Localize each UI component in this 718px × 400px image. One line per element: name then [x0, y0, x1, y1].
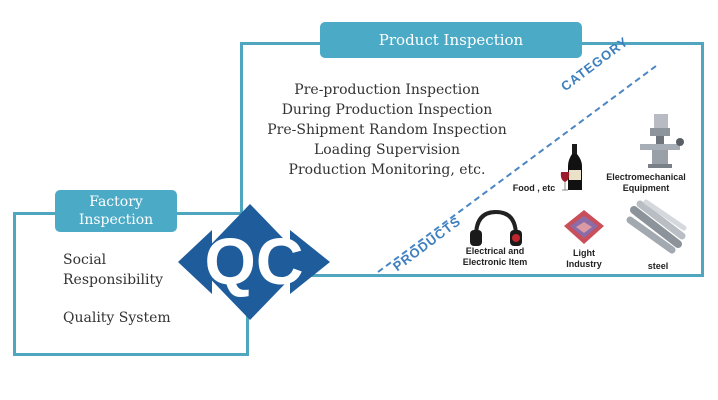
product-services-list: Pre-production Inspection During Product… [262, 80, 512, 180]
product-inspection-title: Product Inspection [320, 22, 582, 58]
product-caption-steel: steel [647, 261, 669, 271]
product-caption-electrical: Electrical and Electronic Item [462, 246, 528, 267]
service-item: Production Monitoring, etc. [288, 162, 486, 178]
product-caption-electromechanical: Electromechanical Equipment [606, 172, 686, 193]
factory-inspection-title: Factory Inspection [55, 190, 177, 232]
headphones-icon [470, 209, 522, 246]
service-item: Responsibility [63, 272, 164, 288]
milling-machine-icon [640, 114, 684, 168]
fabric-icon [564, 210, 604, 244]
qc-logo-icon: QC [178, 204, 330, 320]
service-item: Loading Supervision [314, 142, 460, 158]
service-item: Pre-production Inspection [294, 82, 480, 98]
service-item: Social [63, 252, 107, 268]
product-caption-food: Food , etc [512, 183, 556, 193]
service-item: Quality System [63, 310, 171, 326]
steel-bars-icon [626, 199, 687, 254]
wine-bottle-icon [560, 144, 582, 191]
service-item: During Production Inspection [281, 102, 493, 118]
qc-logo-text: QC [205, 224, 304, 298]
factory-services-list: Social Responsibility Quality System [63, 250, 171, 328]
product-caption-light-industry: Light Industry [566, 248, 602, 269]
service-item: Pre-Shipment Random Inspection [267, 122, 507, 138]
